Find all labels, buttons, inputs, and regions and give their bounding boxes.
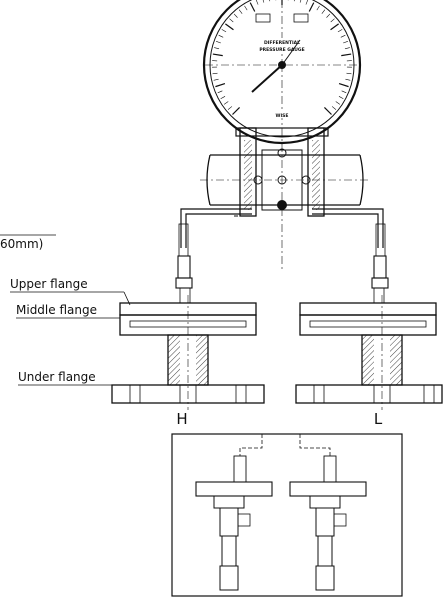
gauge-dial <box>209 0 355 138</box>
dial-tick <box>326 13 331 18</box>
detail-inset <box>171 433 403 597</box>
under-flange-label: Under flange <box>18 370 96 384</box>
dial-tick <box>233 13 238 18</box>
inset-assembly-left <box>195 455 273 591</box>
gauge-needle <box>251 64 283 93</box>
dial-tick <box>223 101 229 105</box>
gauge-ticks <box>212 0 352 115</box>
dial-tick <box>227 106 233 110</box>
dial-tick <box>225 23 234 31</box>
dial-tick <box>269 0 271 2</box>
dial-tick <box>217 90 223 94</box>
dial-tick <box>343 41 348 44</box>
gauge-title-line2: PRESSURE GAUGE <box>259 47 304 53</box>
mounting-bracket <box>200 127 370 217</box>
dial-tick <box>305 0 309 5</box>
gauge-title-line1: DIFFERENTIAL <box>264 40 300 46</box>
dial-tick <box>262 0 265 3</box>
dial-tick <box>232 107 240 115</box>
dial-tick <box>346 72 352 75</box>
high-side-label: H <box>176 410 187 428</box>
dial-tick <box>341 90 347 94</box>
middle-flange-label: Middle flange <box>16 303 97 317</box>
dial-tick <box>337 29 343 33</box>
dial-tick <box>293 0 295 2</box>
callouts: 60mm) Upper flange Middle flange Under f… <box>0 234 383 428</box>
dial-tick <box>229 18 234 23</box>
dial-tick <box>212 53 223 57</box>
low-side-label: L <box>374 410 383 428</box>
seal-low-side <box>295 295 443 410</box>
dial-tick <box>216 41 221 44</box>
gauge-needle-tail <box>281 39 301 66</box>
pressure-gauge: DIFFERENTIAL PRESSURE GAUGE WISE <box>202 0 362 270</box>
dial-tick <box>238 9 243 14</box>
dial-tick <box>249 2 256 12</box>
dial-tick <box>345 78 351 81</box>
dial-tick <box>215 82 226 88</box>
dial-tick <box>221 29 227 33</box>
inset-assembly-right <box>289 455 367 591</box>
dial-tick <box>212 72 218 75</box>
inset-frame <box>171 433 403 597</box>
seal-high-side <box>111 295 265 410</box>
dial-tick <box>341 53 352 57</box>
gauge-bezel <box>202 0 362 145</box>
upper-flange-label: Upper flange <box>10 277 88 291</box>
dial-tick <box>330 23 339 31</box>
dial-tick <box>338 82 349 88</box>
impulse-tubes <box>175 208 389 304</box>
dial-tick <box>218 34 224 38</box>
dial-tick <box>331 106 337 110</box>
dial-tick <box>324 107 332 115</box>
dial-tick <box>244 5 248 11</box>
dial-tick <box>316 5 320 11</box>
gauge-brand: WISE <box>276 113 289 119</box>
dial-tick <box>330 18 335 23</box>
dial-tick <box>321 9 326 14</box>
dial-tick <box>340 34 346 38</box>
dial-tick <box>344 47 350 50</box>
dial-tick <box>220 96 226 99</box>
dial-tick <box>299 0 302 3</box>
dial-tick <box>338 96 344 99</box>
dial-tick <box>214 47 220 50</box>
gauge-pivot <box>278 61 286 69</box>
dial-tick <box>213 78 219 81</box>
dimension-label: 60mm) <box>0 237 43 251</box>
dial-tick <box>308 2 315 12</box>
dial-tick <box>335 101 341 105</box>
dial-tick <box>255 0 259 5</box>
